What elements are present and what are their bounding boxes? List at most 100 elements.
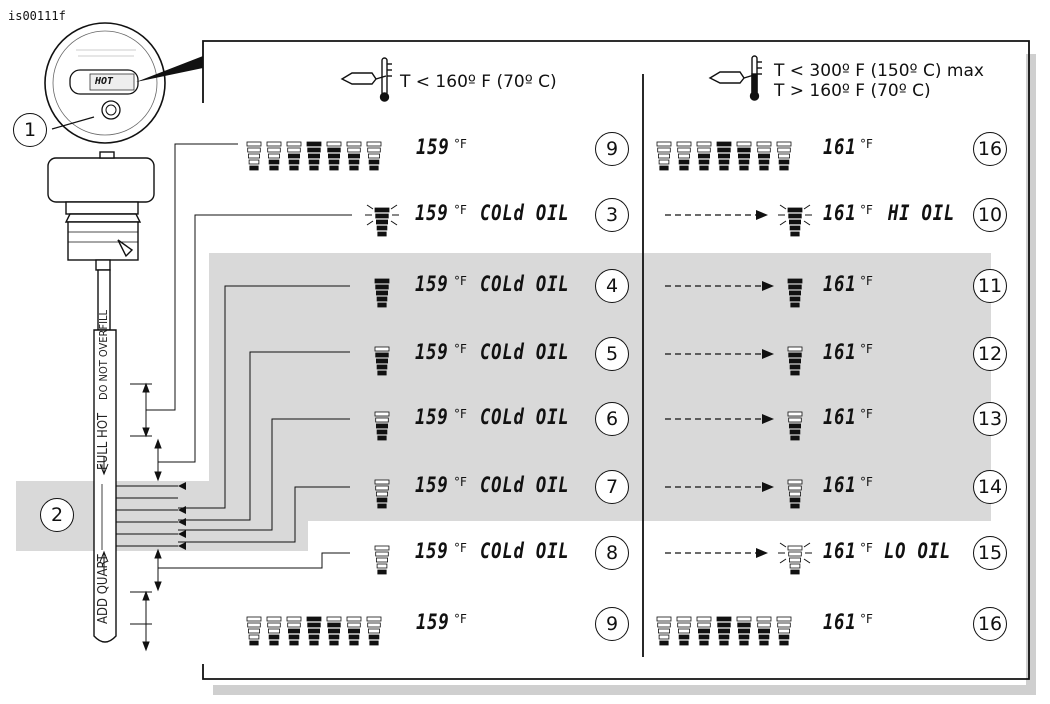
callout-left-3: 3 (595, 198, 629, 232)
level-bar-left-3 (374, 346, 390, 376)
callout-right-16: 16 (973, 132, 1007, 166)
level-bar-left-2 (374, 278, 390, 308)
lcd-unit-cold: °F (454, 541, 467, 555)
level-sweep-left-0-0 (246, 141, 262, 171)
lcd-msg-cold: COLd OIL (480, 340, 570, 364)
level-sweep-right-0-0 (656, 141, 672, 171)
lcd-temp-cold: 159 (415, 272, 449, 296)
oil-temp-icon-hot (708, 55, 762, 101)
lcd-temp-cold: 159 (416, 610, 450, 634)
dipstick-label-full-hot: FULL HOT (96, 412, 111, 470)
callout-right-16: 16 (973, 607, 1007, 641)
level-sweep-left-7-1 (266, 616, 282, 646)
lcd-msg-cold: COLd OIL (480, 405, 570, 429)
lcd-unit-hot: °F (860, 203, 873, 217)
level-sweep-left-7-0 (246, 616, 262, 646)
level-sweep-right-7-0 (656, 616, 672, 646)
level-bar-left-4 (374, 411, 390, 441)
lcd-temp-cold: 159 (415, 201, 449, 225)
callout-left-5: 5 (595, 337, 629, 371)
dashed-arrowheads (756, 210, 774, 558)
header-cold: T < 160º F (70º C) (400, 72, 557, 92)
level-sweep-right-0-5 (756, 141, 772, 171)
dipstick-cap (47, 151, 155, 271)
dipstick-blade (93, 269, 117, 643)
lcd-temp-cold: 159 (416, 135, 450, 159)
lcd-msg-cold: COLd OIL (480, 539, 570, 563)
level-sweep-left-0-4 (326, 141, 342, 171)
level-sweep-right-7-4 (736, 616, 752, 646)
level-sweep-left-0-5 (346, 141, 362, 171)
level-bar-right-3 (787, 346, 803, 376)
level-sweep-left-0-1 (266, 141, 282, 171)
arrow-down-icon (99, 456, 109, 476)
lcd-unit-cold: °F (454, 612, 467, 626)
lcd-unit-hot: °F (860, 541, 873, 555)
level-sweep-left-7-6 (366, 616, 382, 646)
lcd-unit-cold: °F (454, 407, 467, 421)
callout-left-9: 9 (595, 132, 629, 166)
level-sweep-left-0-2 (286, 141, 302, 171)
level-bar-left-6 (374, 545, 390, 575)
lcd-unit-hot: °F (860, 612, 873, 626)
callout-1: 1 (13, 113, 47, 147)
callout-left-4: 4 (595, 269, 629, 303)
lcd-msg-cold: COLd OIL (480, 272, 570, 296)
lcd-unit-cold: °F (454, 475, 467, 489)
lcd-unit-cold: °F (454, 274, 467, 288)
leader-arrowheads (178, 482, 186, 550)
callout-right-14: 14 (973, 470, 1007, 504)
lcd-temp-cold: 159 (415, 539, 449, 563)
leader-lines (146, 143, 352, 569)
blink-icon-left (365, 204, 399, 226)
zoom-wedge (136, 56, 203, 82)
level-bar-left-1 (374, 207, 390, 237)
lcd-temp-hot: 161 (823, 272, 857, 296)
lcd-unit-hot: °F (860, 342, 873, 356)
lcd-unit-hot: °F (860, 407, 873, 421)
callout-right-13: 13 (973, 402, 1007, 436)
callout-right-10: 10 (973, 198, 1007, 232)
level-bar-right-5 (787, 479, 803, 509)
lcd-msg-cold: COLd OIL (480, 201, 570, 225)
lcd-temp-hot: 161 (823, 201, 857, 225)
level-sweep-right-7-5 (756, 616, 772, 646)
level-sweep-left-7-5 (346, 616, 362, 646)
lcd-unit-hot: °F (860, 475, 873, 489)
lcd-unit-cold: °F (454, 137, 467, 151)
dimension-arrows (130, 382, 162, 652)
figure-id: is00111f (8, 9, 66, 23)
level-sweep-right-7-1 (676, 616, 692, 646)
lcd-msg-lo: LO OIL (884, 539, 952, 563)
callout-right-15: 15 (973, 536, 1007, 570)
lcd-unit-cold: °F (454, 203, 467, 217)
lcd-temp-hot: 161 (823, 539, 857, 563)
callout-right-12: 12 (973, 337, 1007, 371)
callout-right-11: 11 (973, 269, 1007, 303)
lcd-msg-cold: COLd OIL (480, 473, 570, 497)
callout-left-6: 6 (595, 402, 629, 436)
blink-icon-right-1 (778, 204, 812, 226)
lcd-temp-hot: 161 (823, 610, 857, 634)
level-sweep-right-0-1 (676, 141, 692, 171)
header-hot-line2: T > 160º F (70º C) (774, 81, 931, 101)
level-bar-left-5 (374, 479, 390, 509)
level-sweep-left-0-6 (366, 141, 382, 171)
lcd-temp-hot: 161 (823, 135, 857, 159)
blink-icon-right-6 (778, 542, 812, 564)
dashed-arrows (665, 214, 764, 554)
level-sweep-right-0-4 (736, 141, 752, 171)
header-hot-line1: T < 300º F (150º C) max (774, 61, 984, 81)
oil-temp-icon-cold (340, 57, 392, 102)
callout-left-8: 8 (595, 536, 629, 570)
level-bar-right-6 (787, 545, 803, 575)
dipstick-label-add-quart: ADD QUART (96, 554, 111, 624)
callout-2: 2 (40, 498, 74, 532)
lcd-temp-hot: 161 (823, 405, 857, 429)
callout-left-7: 7 (595, 470, 629, 504)
lcd-unit-cold: °F (454, 342, 467, 356)
level-bar-right-4 (787, 411, 803, 441)
level-bar-right-2 (787, 278, 803, 308)
cap-top-view (44, 22, 166, 144)
